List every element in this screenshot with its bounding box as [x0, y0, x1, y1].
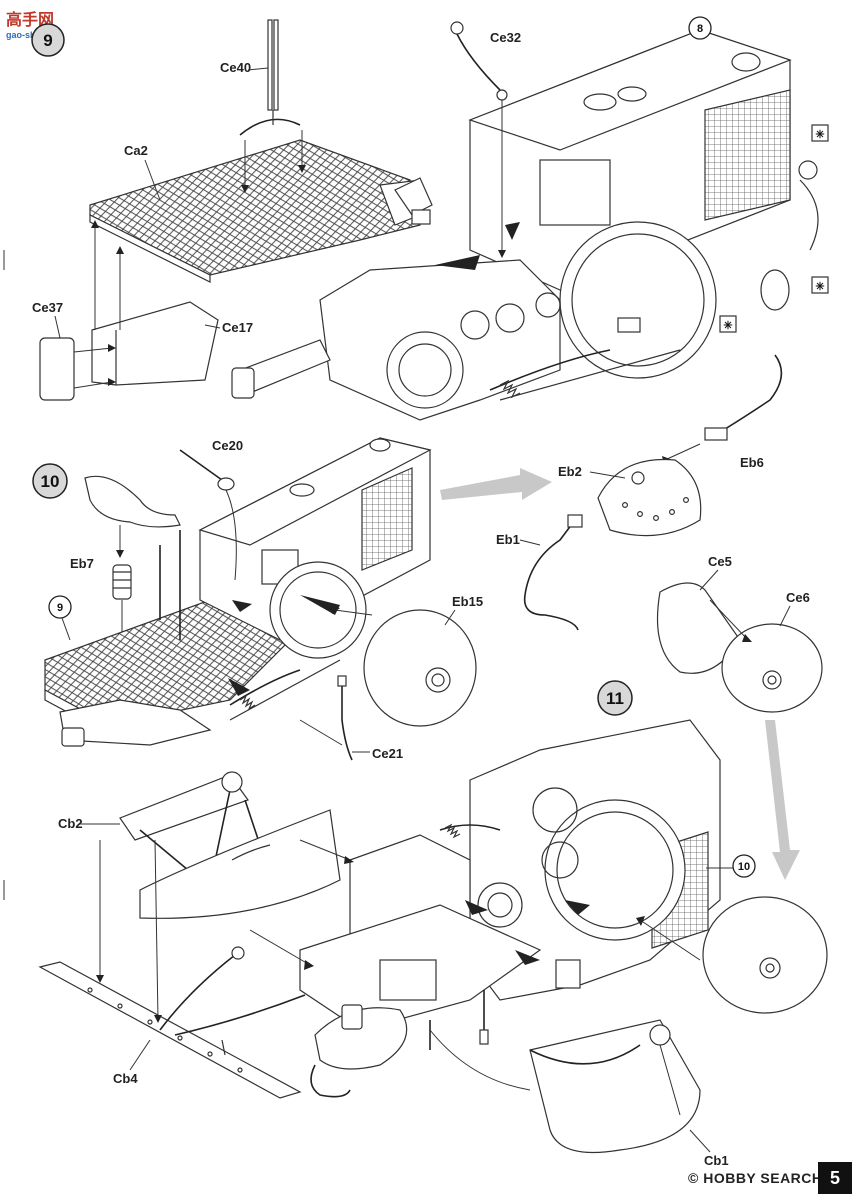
part-ce6-cover: [721, 623, 823, 713]
watermark-hobbysearch: © HOBBY SEARCH: [688, 1170, 823, 1186]
part-cb2-frame: [119, 774, 249, 841]
label-eb7: Eb7: [70, 556, 94, 571]
part-ca2-floorplate: [89, 139, 421, 276]
step-11: 11: [299, 680, 828, 1098]
label-cb2: Cb2: [58, 816, 83, 831]
part-cb1-fender: [429, 1019, 701, 1154]
part-ce20-drawing: [179, 449, 237, 581]
part-eb6-rod: [719, 354, 783, 433]
part-eb15-cover: [330, 606, 477, 727]
step-11-number: 11: [606, 689, 624, 708]
svg-text:✳: ✳: [815, 281, 824, 293]
label-ca2: Ca2: [124, 143, 148, 158]
left-fender: [139, 809, 341, 919]
part-ce21-drawing: [299, 675, 353, 761]
part-ce32-drawing: [450, 21, 508, 258]
ref-circle-8: 8: [697, 23, 703, 35]
part-cb4-strip: [38, 961, 302, 1099]
label-eb2: Eb2: [558, 464, 582, 479]
label-ce40: Ce40: [220, 60, 251, 75]
tractor-body-step9: ✳ ✳ ✳: [231, 29, 829, 421]
part-ce17-box: [91, 301, 219, 386]
seat-bracket: [84, 475, 181, 528]
assembly-arrow-left: [440, 468, 552, 500]
label-ce6: Ce6: [786, 590, 810, 605]
part-eb2-seatpan: [597, 458, 702, 537]
label-ce21: Ce21: [372, 746, 403, 761]
step-10-number: 10: [41, 472, 60, 491]
step-9-number: 9: [43, 31, 52, 50]
label-ce5: Ce5: [708, 554, 732, 569]
step-10: 10 Eb7: [32, 437, 552, 761]
part-ce5-housing: [656, 582, 741, 674]
tractor-body-step10: [59, 437, 432, 747]
tractor-body-step11: [299, 719, 721, 1050]
label-cb1: Cb1: [704, 1153, 729, 1168]
label-ce37: Ce37: [32, 300, 63, 315]
label-ce17: Ce17: [222, 320, 253, 335]
page-number: 5: [818, 1162, 852, 1194]
fender-parts-group: Cb2 Cb4: [38, 771, 354, 1099]
svg-text:✳: ✳: [815, 129, 824, 141]
label-eb6: Eb6: [740, 455, 764, 470]
ref-circle-9: 9: [57, 602, 63, 614]
part-ce37-box: [39, 337, 75, 401]
label-eb15: Eb15: [452, 594, 483, 609]
ref-circle-10: 10: [738, 861, 750, 873]
step11-headlamp: [702, 896, 828, 1014]
svg-text:✳: ✳: [723, 320, 732, 332]
part-eb1-bracket: [523, 519, 579, 631]
label-cb4: Cb4: [113, 1071, 138, 1086]
label-ce32: Ce32: [490, 30, 521, 45]
label-eb1: Eb1: [496, 532, 520, 547]
step-9: 9 Ce40 Ca2 Ce37 Ce17: [31, 16, 829, 421]
seat-parts-group: Eb6 Eb2 Eb1 Ce5 Ce6: [496, 354, 823, 713]
assembly-arrow-down: [765, 720, 800, 880]
part-ce40-drawing: [239, 19, 301, 136]
label-ce20: Ce20: [212, 438, 243, 453]
